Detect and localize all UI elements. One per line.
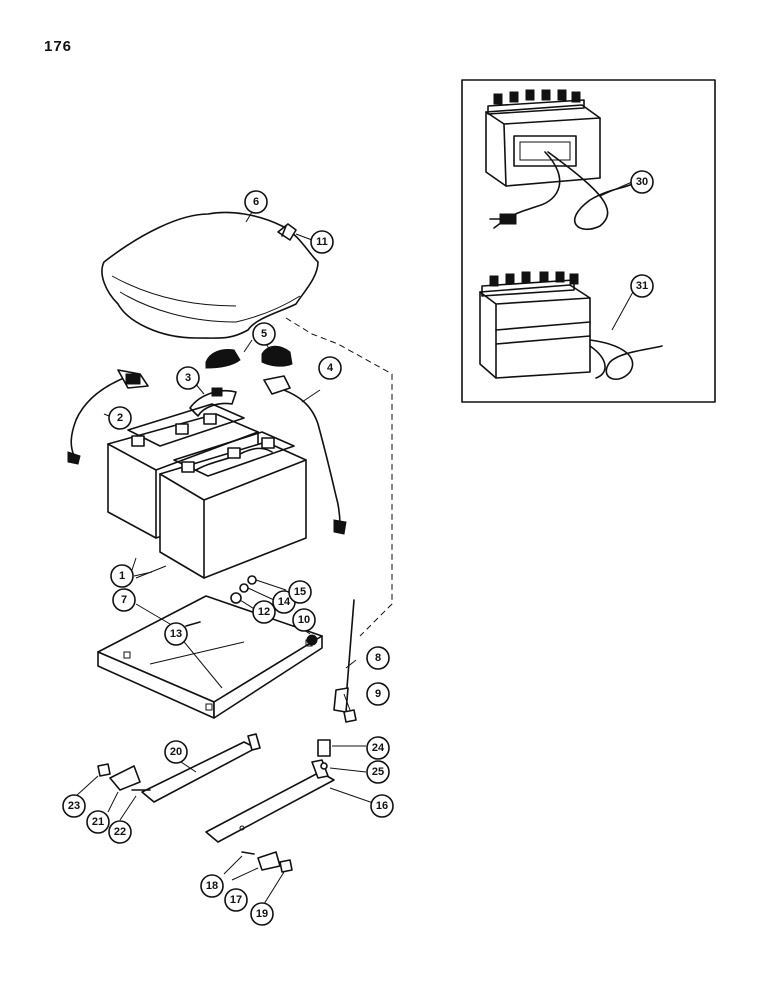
callout-6: 6 xyxy=(244,190,268,214)
rear-bracket xyxy=(141,733,261,803)
callout-2: 2 xyxy=(108,406,132,430)
connector-strap xyxy=(189,387,237,417)
callout-20: 20 xyxy=(164,740,188,764)
nut-b xyxy=(279,859,293,873)
callout-3: 3 xyxy=(176,366,200,390)
svg-text:25: 25 xyxy=(372,766,384,778)
positive-cable xyxy=(263,375,347,535)
battery-tray xyxy=(97,595,323,719)
svg-text:17: 17 xyxy=(230,894,242,906)
washer xyxy=(230,592,242,604)
callout-19: 19 xyxy=(250,902,274,926)
front-bracket xyxy=(205,759,335,843)
clip xyxy=(277,223,297,241)
pin-b xyxy=(241,851,255,855)
svg-text:21: 21 xyxy=(92,816,104,828)
svg-text:9: 9 xyxy=(375,688,381,700)
callout-9: 9 xyxy=(366,682,390,706)
callout-12: 12 xyxy=(252,600,276,624)
nut-a xyxy=(97,763,111,777)
svg-text:23: 23 xyxy=(68,800,80,812)
svg-text:5: 5 xyxy=(261,328,267,340)
svg-text:15: 15 xyxy=(294,586,306,598)
hold-down-nut xyxy=(343,709,357,723)
svg-text:18: 18 xyxy=(206,880,218,892)
plug xyxy=(306,634,318,646)
callout-30: 30 xyxy=(630,170,654,194)
callout-4: 4 xyxy=(318,356,342,380)
hold-down-dashed-guide xyxy=(285,317,393,637)
svg-text:14: 14 xyxy=(278,596,291,608)
svg-text:2: 2 xyxy=(117,412,123,424)
svg-text:3: 3 xyxy=(185,372,191,384)
svg-text:22: 22 xyxy=(114,826,126,838)
nut xyxy=(247,575,257,585)
svg-text:16: 16 xyxy=(376,800,388,812)
callout-8: 8 xyxy=(366,646,390,670)
clamp-plate xyxy=(109,765,141,791)
callout-13: 13 xyxy=(164,622,188,646)
svg-text:12: 12 xyxy=(258,606,270,618)
callout-23: 23 xyxy=(62,794,86,818)
svg-text:10: 10 xyxy=(298,614,310,626)
callout-14: 14 xyxy=(272,590,296,614)
battery-right xyxy=(159,431,307,579)
svg-text:30: 30 xyxy=(636,176,648,188)
svg-text:7: 7 xyxy=(121,594,127,606)
bolt-b xyxy=(317,739,331,757)
svg-text:19: 19 xyxy=(256,908,268,920)
lock-washer xyxy=(239,583,249,593)
svg-text:1: 1 xyxy=(119,570,125,582)
svg-text:20: 20 xyxy=(170,746,182,758)
callout-18: 18 xyxy=(200,874,224,898)
svg-text:11: 11 xyxy=(316,236,328,248)
ground-cable xyxy=(67,369,149,465)
clamp-b xyxy=(257,851,281,871)
callout-5: 5 xyxy=(252,322,276,346)
callout-11: 11 xyxy=(310,230,334,254)
callout-24: 24 xyxy=(366,736,390,760)
callout-15: 15 xyxy=(288,580,312,604)
battery-heater-inset xyxy=(485,89,637,231)
callout-17: 17 xyxy=(224,888,248,912)
svg-text:13: 13 xyxy=(170,628,182,640)
page-number: 176 xyxy=(44,38,73,55)
svg-text:8: 8 xyxy=(375,652,381,664)
bolt xyxy=(185,621,201,627)
callout-31: 31 xyxy=(630,274,654,298)
battery-cover xyxy=(101,211,319,339)
callout-25: 25 xyxy=(366,760,390,784)
callout-16: 16 xyxy=(370,794,394,818)
inset-frame xyxy=(461,79,716,403)
svg-text:24: 24 xyxy=(372,742,385,754)
callout-1: 1 xyxy=(110,564,134,588)
svg-text:31: 31 xyxy=(636,280,648,292)
battery-blanket-inset xyxy=(479,271,663,381)
callout-21: 21 xyxy=(86,810,110,834)
callout-7: 7 xyxy=(112,588,136,612)
callout-10: 10 xyxy=(292,608,316,632)
terminal-caps xyxy=(205,345,293,369)
washer-b xyxy=(320,762,328,770)
callout-22: 22 xyxy=(108,820,132,844)
svg-text:4: 4 xyxy=(327,362,334,374)
svg-text:6: 6 xyxy=(253,196,259,208)
